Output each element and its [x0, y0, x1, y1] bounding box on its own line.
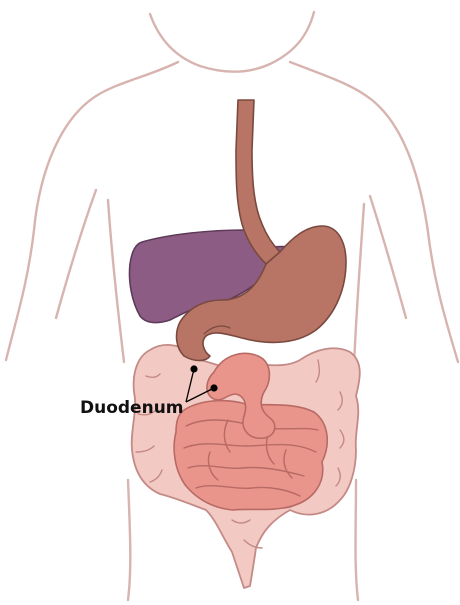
left-torso-outline	[108, 200, 124, 362]
left-leg-outline	[128, 480, 130, 600]
left-inner-arm-outline	[56, 190, 96, 318]
leader-dot-lower	[210, 384, 217, 391]
duodenum-label: Duodenum	[80, 398, 184, 418]
stomach-esophagus	[177, 100, 346, 361]
right-leg-outline	[356, 480, 359, 600]
leader-dot-upper	[190, 365, 197, 372]
right-inner-arm-outline	[370, 196, 406, 318]
right-torso-outline	[354, 204, 364, 366]
